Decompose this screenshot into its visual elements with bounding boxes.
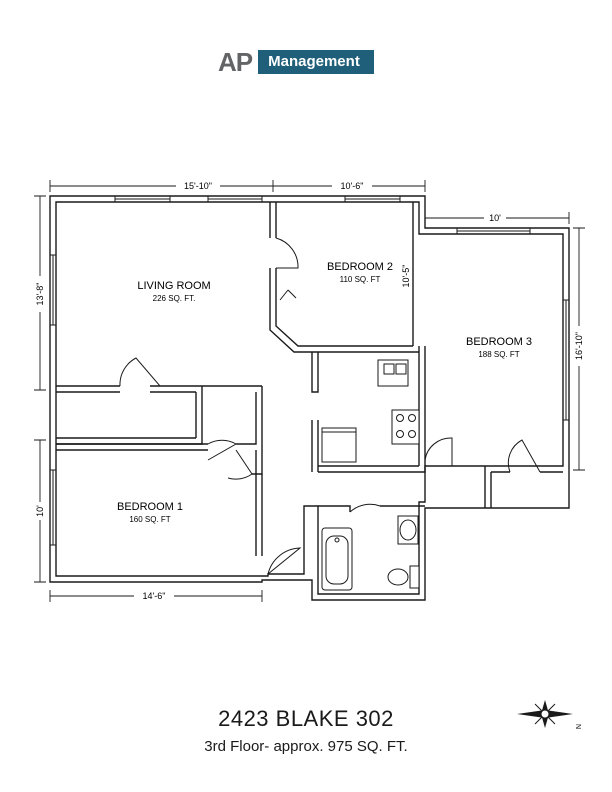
outer-walls	[49, 195, 570, 601]
bedroom-2-label: BEDROOM 2	[327, 261, 393, 273]
kitchen-fixtures	[321, 359, 420, 463]
dim-bedroom1-height: 10'	[35, 505, 45, 517]
bedroom-3-label: BEDROOM 3	[466, 336, 532, 348]
logo-management: Management	[258, 50, 374, 74]
living-room-label: LIVING ROOM	[137, 280, 210, 292]
logo: AP Management	[218, 48, 374, 76]
dim-bedroom3-width: 10'	[489, 213, 501, 223]
bedroom-1-area: 160 SQ. FT	[129, 515, 170, 524]
compass-north-label: N	[574, 724, 581, 729]
dim-living-height: 13'-8"	[35, 283, 45, 306]
dim-bedroom1-width: 14'-6"	[143, 591, 166, 601]
bedroom-2-area: 110 SQ. FT	[340, 275, 381, 284]
dim-bedroom2-width: 10'-6"	[341, 181, 364, 191]
living-room-area: 226 SQ. FT.	[153, 294, 196, 303]
bathroom-fixtures	[321, 515, 420, 591]
dim-bedroom3-height: 16'-10"	[574, 332, 584, 360]
floor-subtitle: 3rd Floor- approx. 975 SQ. FT.	[204, 738, 408, 755]
bedroom-1-label: BEDROOM 1	[117, 501, 183, 513]
bedroom-3-area: 188 SQ. FT	[478, 350, 519, 359]
compass-rose-icon	[517, 700, 573, 728]
doors	[119, 237, 541, 575]
interior-walls	[56, 202, 563, 556]
dim-living-width: 15'-10"	[184, 181, 212, 191]
dimension-lines	[34, 180, 585, 602]
logo-ap: AP	[218, 47, 253, 77]
address-title: 2423 BLAKE 302	[218, 706, 394, 731]
dim-bedroom2-height: 10'-5"	[401, 265, 411, 288]
